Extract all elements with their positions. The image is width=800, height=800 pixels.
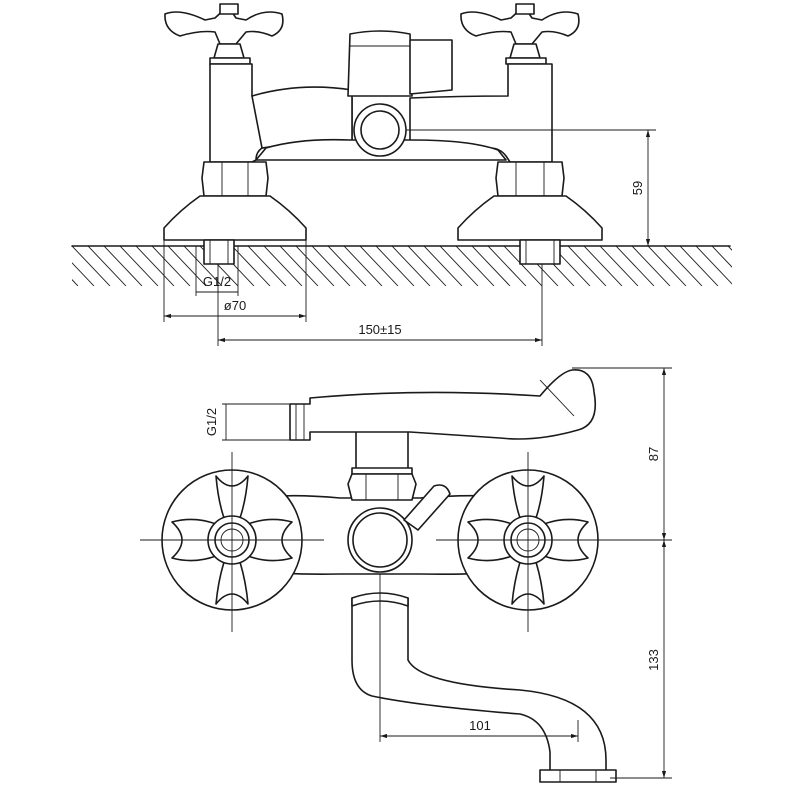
dimension-label-133: 133 [646,649,661,671]
hatch-line [487,246,527,286]
hatch-line [439,246,479,286]
hatch-line [151,246,191,286]
hatch-line [375,246,415,286]
hatch-line [567,246,607,286]
dimension-label-thread-front: G1/2 [203,274,231,289]
hatch-line [183,246,223,286]
left-handle-plate [140,452,324,632]
left-nut-flange [163,161,307,265]
hatch-line [119,246,159,286]
hatch-line [471,246,511,286]
hatch-line [103,246,143,286]
hatch-line [327,246,367,286]
front-view: 59 G1/2 ø70 150±15 [71,3,782,346]
dimension-flange: G1/2 ø70 [163,240,307,322]
hatch-line [295,246,335,286]
dimension-label-thread-top: G1/2 [204,408,219,436]
dimension-label-101: 101 [469,718,491,733]
hatch-line [72,262,95,286]
hatch-line [391,246,431,286]
left-cross-handle [164,3,284,65]
hatch-line [279,246,319,286]
right-handle-plate [436,452,620,632]
hatch-line [631,246,671,286]
dimension-thread-top: G1/2 [204,403,296,441]
dimension-label-59: 59 [630,181,645,195]
hatch-line [72,246,111,286]
hatch-line [167,246,207,286]
hatch-line [744,246,782,286]
hatch-line [711,246,732,268]
hatch-line [727,246,732,251]
hatch-line [503,246,543,286]
valve-body [209,30,553,163]
hatch-line [135,246,175,286]
dimension-spout-reach: 101 [379,574,579,742]
hatch-line [679,246,719,286]
right-cross-handle [460,3,580,65]
hatch-line [615,246,655,286]
diverter-and-outlet [289,369,597,573]
hatch-line [247,246,287,286]
dimension-label-center-distance: 150±15 [358,322,401,337]
hatch-line [407,246,447,286]
hatch-line [72,279,79,286]
hatch-line [263,246,303,286]
wall-hatch [72,246,782,286]
right-nut-flange [457,161,603,265]
dimension-center-distance: 150±15 [217,264,543,346]
hatch-line [343,246,383,286]
top-view: G1/2 87 133 101 [140,367,672,783]
dimension-height-front: 59 [406,129,656,246]
hatch-line [583,246,623,286]
spout [351,592,617,783]
dimension-label-87: 87 [646,447,661,461]
hatch-line [423,246,463,286]
hatch-line [599,246,639,286]
hatch-line [663,246,703,286]
hatch-line [647,246,687,286]
hatch-line [311,246,351,286]
hatch-line [695,246,732,285]
hatch-line [359,246,399,286]
hatch-line [87,246,127,286]
hatch-line [455,246,495,286]
dimension-spout-height: 133 [610,540,672,779]
dimension-label-flange-diameter: ø70 [224,298,246,313]
